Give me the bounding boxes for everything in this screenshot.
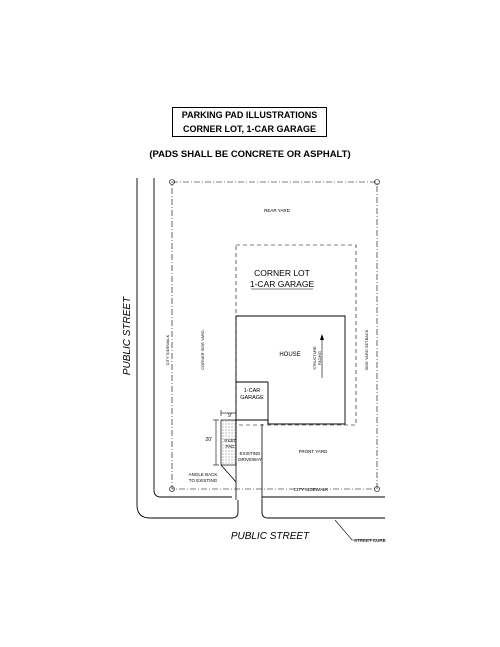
rear-yard-label: REAR YARD	[264, 208, 291, 213]
curb-right-lower	[261, 500, 385, 519]
city-sidewalk-vertical-label: CITY SIDEWALK	[165, 334, 170, 365]
corner-lot-garage-label: 1-CAR GARAGE	[250, 279, 315, 289]
city-sidewalk-horizontal-label: CITY SIDEWALK	[294, 487, 329, 492]
corner-marker	[374, 179, 380, 185]
angle-back-line	[220, 464, 237, 483]
curb-left-lower	[136, 178, 239, 519]
garage-label-2: GARAGE	[240, 395, 264, 401]
existing-driveway	[220, 420, 263, 500]
public-street-horizontal-label: PUBLIC STREET	[231, 531, 310, 542]
property-line	[171, 181, 378, 490]
existing-driveway-label-2: DRIVEWAY	[238, 457, 262, 462]
front-yard-label: FRONT YARD	[299, 449, 329, 454]
arrow-head	[320, 334, 324, 340]
corner-marker	[169, 179, 175, 185]
property-corner-markers	[169, 179, 380, 492]
garage-label-1: 1-CAR	[244, 388, 261, 394]
structure-facing-label-2: FACING	[318, 351, 322, 365]
title-box: PARKING PAD ILLUSTRATIONS CORNER LOT, 1-…	[172, 107, 327, 137]
dim-width-label: 9'	[228, 413, 232, 419]
title-line-1: PARKING PAD ILLUSTRATIONS	[181, 110, 318, 120]
structure-facing-label-1: STRUCTURE	[313, 346, 317, 370]
existing-driveway-label-1: EXISTING	[239, 451, 261, 456]
corner-marker	[374, 486, 380, 492]
corner-lot-label: CORNER LOT	[254, 268, 310, 278]
street-curb-lines	[136, 178, 385, 519]
pad-label-2: PAD	[226, 444, 236, 449]
house-label: HOUSE	[279, 352, 300, 358]
dim-length-label: 20'	[205, 437, 212, 443]
side-yard-setback-label: SIDE YARD SETBACK	[364, 329, 369, 370]
street-curb-leader	[334, 519, 385, 541]
setback-envelope	[235, 244, 357, 426]
corner-side-yard-label: CORNER SIDE YARD	[200, 330, 205, 370]
corner-marker	[169, 486, 175, 492]
title-line-2: CORNER LOT, 1-CAR GARAGE	[182, 124, 316, 134]
pad-label-1: 9'x20'	[224, 438, 236, 443]
sidewalk-inner-left	[153, 178, 232, 498]
public-street-vertical-label: PUBLIC STREET	[122, 296, 133, 375]
house-outline	[235, 315, 346, 425]
subtitle: (PADS SHALL BE CONCRETE OR ASPHALT)	[149, 149, 351, 160]
dimension-markers	[213, 410, 237, 466]
street-curb-label: STREET CURB	[354, 538, 386, 543]
angle-back-label-2: TO EXISTING	[189, 478, 218, 483]
angle-back-label-1: ANGLE BACK	[189, 472, 218, 477]
